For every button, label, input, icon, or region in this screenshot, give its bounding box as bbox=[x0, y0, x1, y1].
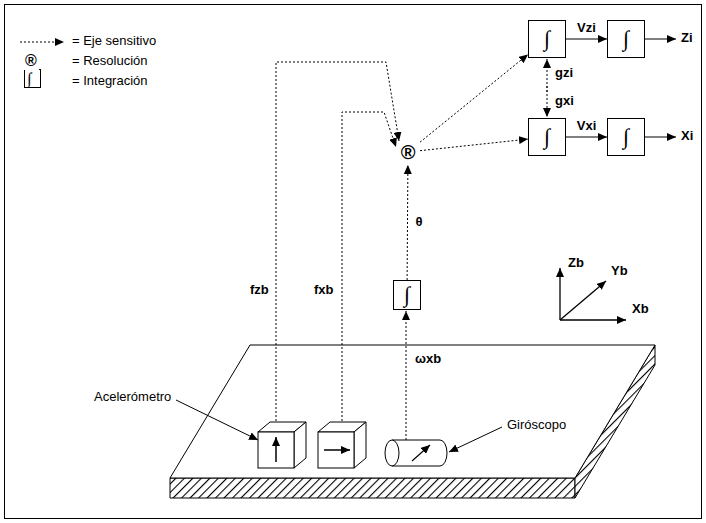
part-label: gzi bbox=[553, 66, 575, 81]
resolution-symbol: ® bbox=[401, 142, 416, 162]
accelerometer-front bbox=[318, 432, 354, 468]
signal-connector bbox=[420, 54, 528, 142]
part-label: gxi bbox=[553, 94, 576, 109]
axis-yb bbox=[560, 281, 606, 320]
integral-symbol: ∫ bbox=[544, 126, 550, 148]
part-label: Giróscopo bbox=[505, 418, 568, 433]
resolution-node: ® bbox=[396, 139, 420, 165]
legend-dotted-arrow bbox=[20, 42, 64, 43]
accelerometer-front bbox=[258, 432, 294, 468]
integral-symbol: ∫ bbox=[623, 126, 629, 148]
edge-label: Vxi bbox=[575, 119, 599, 134]
part-label: Zi bbox=[679, 31, 695, 46]
accelerometer-axis bbox=[275, 437, 277, 462]
signal-connector bbox=[566, 137, 607, 138]
gyroscope-end bbox=[385, 440, 399, 466]
accelerometer-side bbox=[354, 422, 366, 468]
gyroscope-axis bbox=[412, 445, 430, 461]
part-label: ωxb bbox=[413, 352, 443, 367]
legend-integrator-box bbox=[25, 70, 41, 88]
legend-text: = Integración bbox=[70, 74, 150, 89]
integrator-box: ∫ bbox=[528, 118, 566, 156]
part-label: ∫ bbox=[25, 70, 33, 88]
part-label: fzb bbox=[248, 283, 271, 298]
edge-label: Vzi bbox=[575, 21, 598, 36]
part-label: Xi bbox=[679, 129, 695, 144]
sensitive-axis-omega bbox=[406, 311, 407, 440]
part-label: Zb bbox=[566, 256, 586, 271]
edge-label: θ bbox=[414, 215, 425, 230]
platform-top bbox=[170, 345, 655, 478]
leader-line bbox=[176, 400, 258, 440]
integrator-box: ∫ bbox=[393, 280, 421, 310]
integrator-box: ∫ bbox=[528, 20, 566, 58]
part-label: Acelerómetro bbox=[92, 390, 173, 405]
part-label: Xb bbox=[630, 302, 651, 317]
legend-text: = Resolución bbox=[70, 54, 150, 69]
outer-frame bbox=[5, 5, 702, 519]
integral-symbol: ∫ bbox=[623, 28, 629, 50]
part-label: ® bbox=[23, 52, 39, 70]
output-arrow bbox=[645, 39, 676, 40]
axis-xb bbox=[560, 319, 626, 320]
sensitive-axis-fzb bbox=[276, 62, 399, 421]
gravity-arrow bbox=[547, 86, 548, 117]
signal-connector bbox=[566, 39, 607, 40]
axis-zb bbox=[559, 268, 560, 320]
accelerometer-side bbox=[294, 422, 306, 468]
part-label: Yb bbox=[609, 264, 630, 279]
integrator-box: ∫ bbox=[607, 20, 645, 58]
output-arrow bbox=[645, 137, 676, 138]
part-label: fxb bbox=[312, 283, 336, 298]
sensitive-axis-fxb bbox=[342, 112, 396, 421]
accelerometer-axis bbox=[324, 449, 350, 451]
signal-connector bbox=[420, 139, 528, 151]
integral-symbol: ∫ bbox=[544, 28, 550, 50]
platform-front bbox=[170, 478, 575, 498]
signal-connector bbox=[407, 165, 409, 280]
integral-symbol: ∫ bbox=[404, 284, 410, 306]
integrator-box: ∫ bbox=[607, 118, 645, 156]
legend-text: = Eje sensitivo bbox=[70, 34, 158, 49]
gyroscope-body bbox=[392, 440, 447, 466]
leader-line bbox=[449, 427, 502, 452]
